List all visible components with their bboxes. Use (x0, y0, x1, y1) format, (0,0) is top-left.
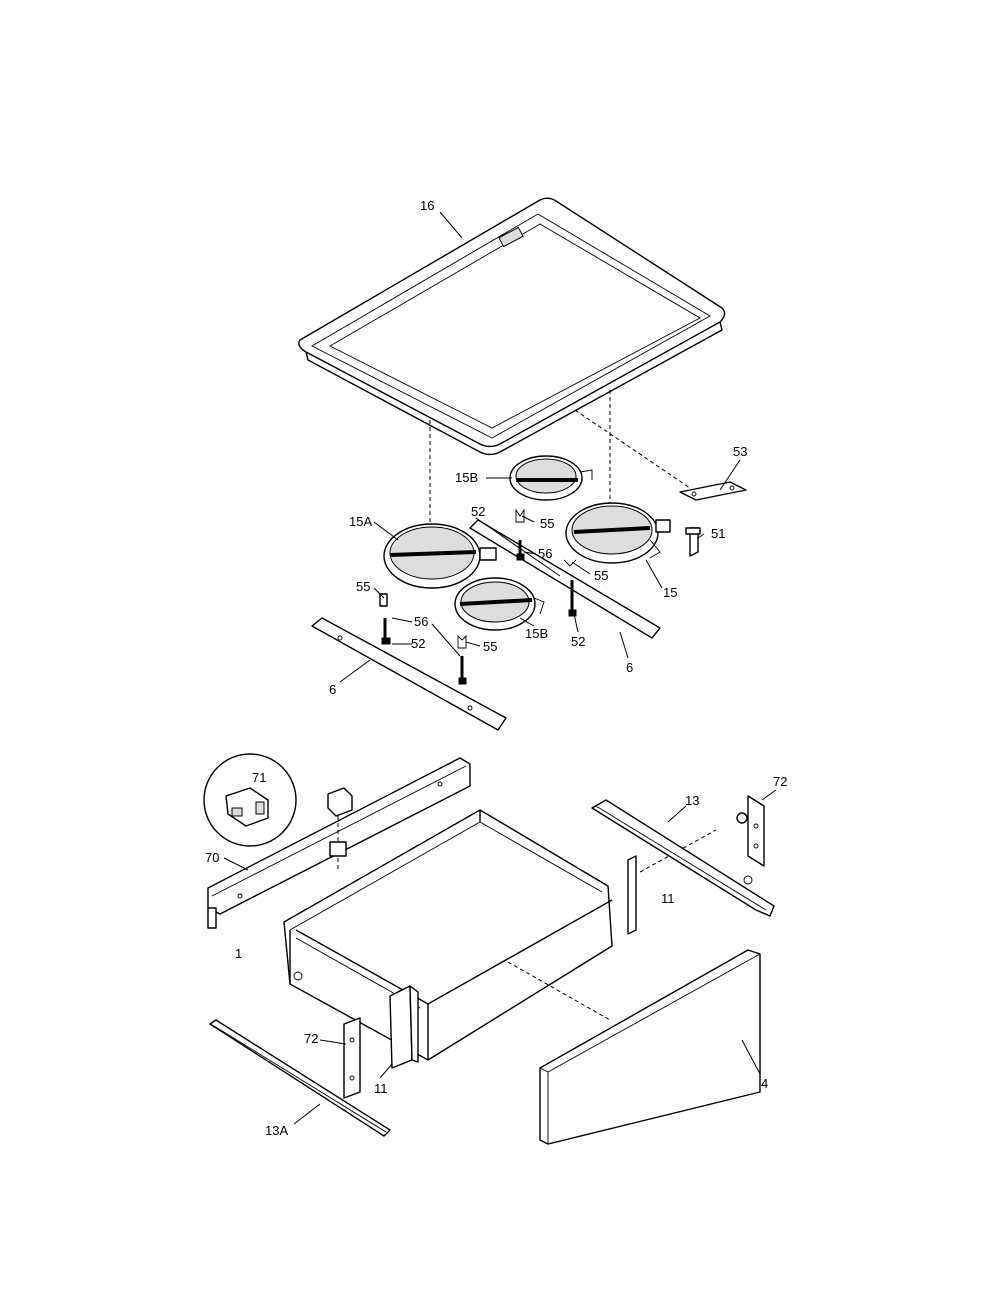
leader-lines (223, 211, 777, 1125)
label-6-left: 6 (329, 682, 336, 697)
label-52-right: 52 (571, 634, 585, 649)
label-53: 53 (733, 444, 747, 459)
element-15b-bottom (454, 577, 545, 631)
label-55-d: 55 (483, 639, 497, 654)
drawer-front-4 (539, 949, 761, 1145)
label-11-bottom: 11 (374, 1081, 388, 1096)
element-15b-top (509, 455, 593, 501)
label-15b-top: 15B (455, 470, 478, 485)
part-labels: 16 53 15B 52 55 15A 56 51 55 15 55 56 52… (205, 198, 787, 1138)
label-1: 1 (235, 946, 242, 961)
label-72-top: 72 (773, 774, 787, 789)
label-16: 16 (420, 198, 434, 213)
label-4: 4 (761, 1076, 768, 1091)
label-55-b: 55 (594, 568, 608, 583)
label-52-top: 52 (471, 504, 485, 519)
label-13a: 13A (265, 1123, 288, 1138)
bracket-72-top (736, 795, 765, 867)
label-13: 13 (685, 793, 699, 808)
slide-13 (591, 799, 775, 917)
hardware (379, 481, 747, 685)
label-55-a: 55 (540, 516, 554, 531)
rail-70 (207, 757, 471, 929)
bracket-6-right (469, 519, 661, 639)
label-70: 70 (205, 850, 219, 865)
element-15a (383, 523, 497, 589)
drawer-1 (283, 809, 717, 1061)
bracket-6-left (311, 617, 507, 731)
label-55-c: 55 (356, 579, 370, 594)
label-15: 15 (663, 585, 677, 600)
label-56-top: 56 (538, 546, 552, 561)
label-56-left: 56 (414, 614, 428, 629)
label-6-right: 6 (626, 660, 633, 675)
label-15b-bottom: 15B (525, 626, 548, 641)
label-72-bottom: 72 (304, 1031, 318, 1046)
label-15a: 15A (349, 514, 372, 529)
connector-inset-71 (203, 753, 297, 847)
cooktop-glass-16 (298, 197, 726, 456)
bracket-11-bottom (389, 985, 419, 1069)
label-52-left: 52 (411, 636, 425, 651)
bracket-11-right (627, 855, 637, 935)
label-71: 71 (252, 770, 266, 785)
slide-13a (209, 1019, 391, 1137)
label-51: 51 (711, 526, 725, 541)
element-15 (565, 502, 671, 564)
bracket-72-bottom (343, 1017, 361, 1099)
label-11-right: 11 (661, 891, 675, 906)
